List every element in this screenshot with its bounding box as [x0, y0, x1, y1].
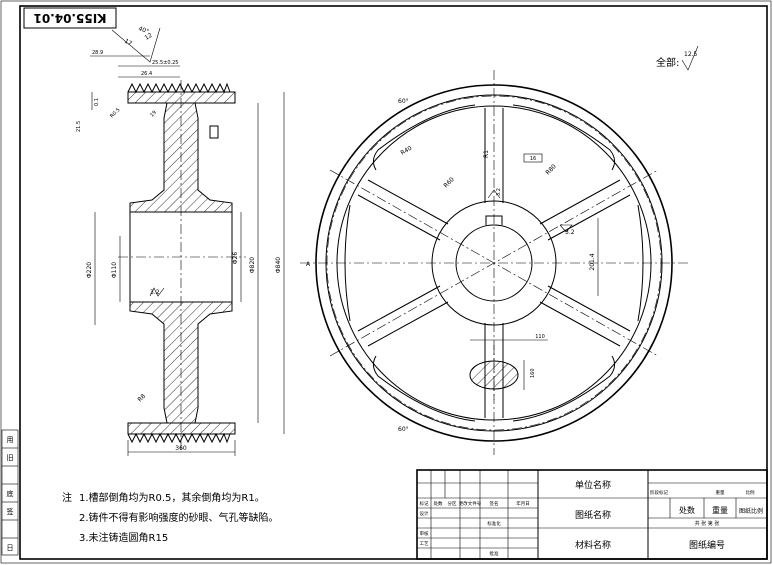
- front-angle-top: 60°: [398, 98, 409, 105]
- dim-d5: 26.4: [141, 71, 152, 77]
- section-groove-teeth-bottom: [127, 432, 231, 444]
- front-keyway-depth: 3.2: [496, 188, 502, 196]
- tb-date: 年月日: [516, 500, 530, 507]
- front-r3: R80: [544, 163, 557, 176]
- dim-d6: R0.5: [109, 107, 121, 119]
- left-strip-4: 签: [7, 507, 14, 516]
- tb-approve: 批准: [490, 550, 499, 557]
- dim-od1: Φ820: [249, 257, 256, 273]
- tb-count2: 处数: [679, 505, 695, 515]
- dim-d1: 17: [123, 38, 133, 48]
- section-keyway: [209, 125, 219, 139]
- dim-bore2: Φ26: [232, 252, 239, 265]
- dim-d2: 12: [144, 32, 154, 42]
- roughness-all-value: 12.5: [684, 51, 698, 58]
- dim-d8: 21.5: [76, 121, 82, 132]
- section-view: 360 Φ820 Φ840 Φ220 Φ110 Φ26 40° 17 12 28…: [76, 25, 285, 456]
- tb-weight: 重量: [716, 489, 725, 496]
- section-top-rim: [127, 91, 236, 104]
- tb-drawing-name: 图纸名称: [575, 509, 611, 521]
- tb-sheets: 共 张 第 张: [695, 520, 720, 527]
- tb-stage-mark: 阶段标记: [650, 489, 668, 496]
- note-2: 2.铸件不得有影响强度的砂眼、气孔等缺陷。: [79, 511, 279, 524]
- notes-lead: 注: [62, 491, 72, 504]
- drawing-code-text: KI55.04.01: [34, 11, 107, 25]
- tb-scale2: 图纸比例: [739, 507, 763, 515]
- front-section-dim: 160: [530, 368, 536, 378]
- tb-count: 处数: [434, 500, 443, 507]
- dim-od2: Φ840: [275, 257, 282, 273]
- tb-mark: 标记: [420, 500, 429, 507]
- dim-d10: 3.2: [150, 289, 160, 296]
- tb-process: 工艺: [420, 541, 429, 547]
- left-strip-1: 用: [7, 436, 14, 444]
- dim-d7: 0.1: [94, 98, 100, 106]
- dim-hub: Φ220: [86, 262, 93, 278]
- inner-border: [19, 5, 768, 560]
- left-margin-strip: 用 旧 底 签 日: [1, 429, 19, 556]
- left-strip-5: 日: [7, 544, 14, 552]
- tb-zone: 分区: [448, 500, 457, 507]
- left-strip-2: 旧: [7, 454, 14, 462]
- front-view: 60° 60° R40 R60 R80 R1 16 3.2 3.2 201.4 …: [300, 45, 699, 455]
- dim-top-angle: 40°: [137, 25, 149, 35]
- note-3: 3.未注铸造圆角R15: [79, 531, 168, 544]
- section-bottom-rim: [127, 422, 236, 435]
- left-strip-3: 底: [7, 489, 14, 498]
- title-block: 标记 处数 分区 更改文件号 签名 年月日 设计 标准化 审核 工艺 批准 单位…: [416, 469, 768, 560]
- dim-bore: Φ110: [111, 262, 118, 278]
- roughness-all-label: 全部:: [656, 56, 679, 69]
- front-key-note: 16: [530, 156, 536, 162]
- tb-scale: 比例: [746, 489, 755, 496]
- tb-design: 设计: [420, 510, 429, 517]
- tb-change-doc: 更改文件号: [459, 500, 482, 507]
- drawing-code-tag: KI55.04.01: [23, 7, 117, 29]
- dim-d9: 19: [149, 110, 158, 119]
- section-groove-teeth-top: [127, 82, 231, 94]
- tb-unit-name: 单位名称: [575, 479, 611, 491]
- front-key-width: R1: [483, 150, 490, 158]
- dim-width: 360: [175, 445, 187, 452]
- note-1: 1.槽部倒角均为R0.5，其余倒角均为R1。: [79, 491, 265, 504]
- front-hub-rough: 3.2: [565, 229, 575, 236]
- dim-r-web: R8: [136, 393, 147, 404]
- front-spoke-len: 110: [535, 334, 545, 340]
- front-hub-dim: 201.4: [589, 253, 596, 270]
- front-angle-bottom: 60°: [398, 426, 409, 433]
- tb-standard: 标准化: [487, 520, 501, 527]
- section-lower-web: [129, 301, 233, 424]
- tb-drawing-no: 图纸编号: [689, 539, 725, 551]
- technical-notes: 注 1.槽部倒角均为R0.5，其余倒角均为R1。 2.铸件不得有影响强度的砂眼、…: [62, 491, 279, 544]
- dim-d4: 25.5±0.25: [152, 60, 178, 66]
- front-r2: R60: [442, 176, 455, 189]
- spoke-windows: [344, 104, 644, 422]
- front-bore-symbol: A: [306, 261, 311, 268]
- dim-d3: 28.9: [92, 50, 103, 56]
- tb-material: 材料名称: [575, 539, 611, 551]
- front-r1: R40: [400, 145, 414, 157]
- tb-signature: 签名: [490, 500, 499, 507]
- tb-review: 审核: [420, 530, 429, 537]
- tb-weight2: 重量: [712, 505, 728, 515]
